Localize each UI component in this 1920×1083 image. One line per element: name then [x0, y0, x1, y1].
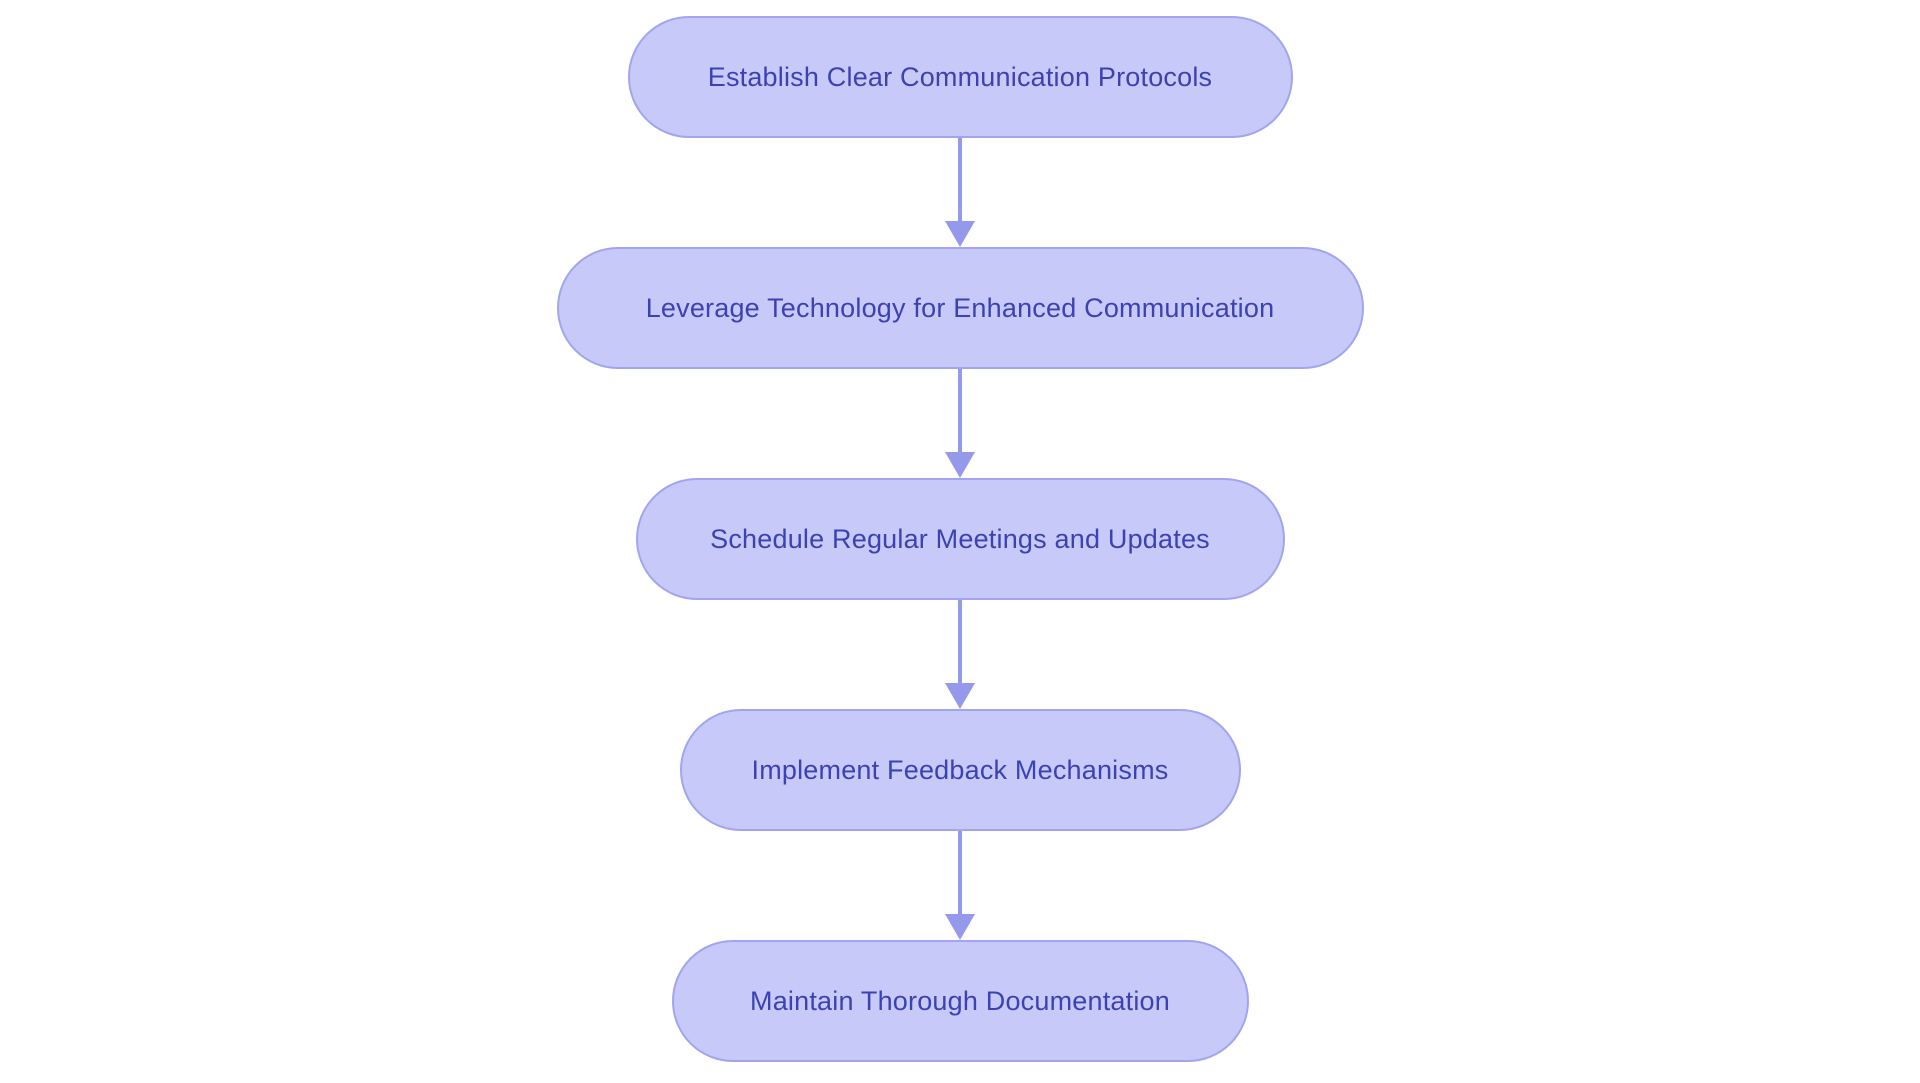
- flow-node-schedule-regular-meetings: Schedule Regular Meetings and Updates: [635, 478, 1285, 600]
- connector-arrow-2: [945, 369, 975, 478]
- flow-node-establish-communication-protocols: Establish Clear Communication Protocols: [627, 16, 1293, 138]
- arrow-down-icon: [945, 683, 975, 709]
- connector-arrow-4: [945, 831, 975, 940]
- flow-node-implement-feedback-mechanisms: Implement Feedback Mechanisms: [679, 709, 1241, 831]
- node-label: Leverage Technology for Enhanced Communi…: [645, 292, 1275, 323]
- node-label: Maintain Thorough Documentation: [750, 985, 1170, 1016]
- node-label: Establish Clear Communication Protocols: [707, 61, 1213, 92]
- flow-node-maintain-thorough-documentation: Maintain Thorough Documentation: [671, 940, 1249, 1062]
- arrow-stem: [958, 138, 962, 221]
- arrow-stem: [958, 369, 962, 452]
- arrow-down-icon: [945, 452, 975, 478]
- connector-arrow-1: [945, 138, 975, 247]
- arrow-down-icon: [945, 221, 975, 247]
- arrow-stem: [958, 600, 962, 683]
- node-label: Schedule Regular Meetings and Updates: [710, 523, 1210, 554]
- node-label: Implement Feedback Mechanisms: [751, 754, 1169, 785]
- connector-arrow-3: [945, 600, 975, 709]
- flow-node-leverage-technology: Leverage Technology for Enhanced Communi…: [556, 247, 1364, 369]
- arrow-down-icon: [945, 914, 975, 940]
- arrow-stem: [958, 831, 962, 914]
